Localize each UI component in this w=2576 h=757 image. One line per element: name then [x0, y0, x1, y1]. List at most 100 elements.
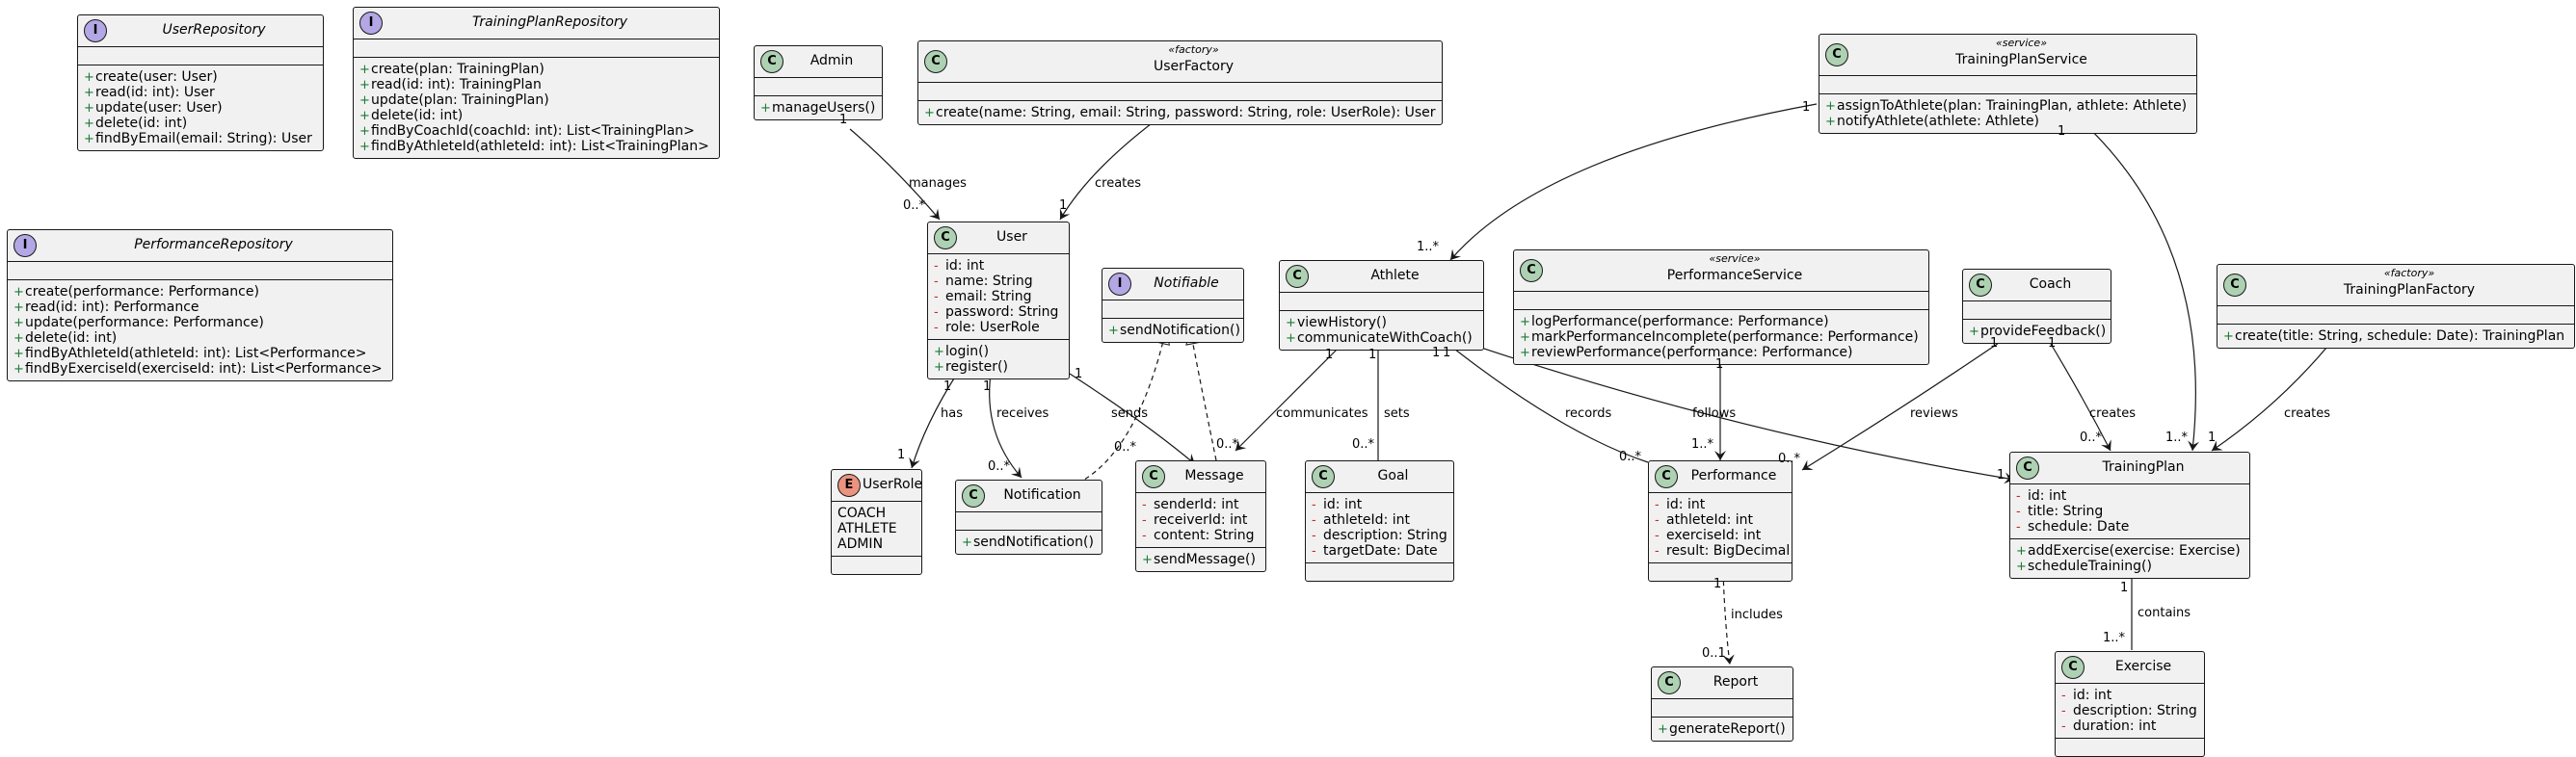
class-header: C TrainingPlan — [2010, 453, 2249, 484]
edge-label: includes — [1731, 608, 1783, 622]
field: senderId: int — [1154, 497, 1239, 512]
public-marker: + — [1142, 553, 1153, 567]
public-marker: + — [1286, 331, 1296, 346]
class-name: Report — [1713, 674, 1759, 690]
multiplicity: 0..1 — [1702, 646, 1726, 661]
public-marker: + — [1286, 316, 1296, 330]
public-marker: + — [1108, 324, 1119, 338]
method: register() — [945, 359, 1008, 375]
method: update(performance: Performance) — [25, 315, 264, 330]
field: role: UserRole — [945, 320, 1040, 335]
method: update(plan: TrainingPlan) — [371, 92, 549, 108]
edge-label: communicates — [1276, 406, 1368, 421]
class-name: TrainingPlanRepository — [471, 14, 628, 30]
edge-label: sends — [1111, 406, 1149, 421]
class-header: C«service»PerformanceService — [1514, 250, 1928, 292]
edge-user-notification — [989, 373, 1022, 479]
class-name: User — [996, 229, 1027, 245]
class-icon: C — [1825, 43, 1848, 66]
private-marker: - — [934, 305, 939, 320]
private-marker: - — [1142, 529, 1147, 543]
edge-label: creates — [2284, 406, 2331, 421]
edge-label: reviews — [1910, 406, 1958, 421]
class-training-plan-factory[interactable]: C«factory»TrainingPlanFactory +create(ti… — [2217, 264, 2575, 349]
class-icon: C — [1142, 465, 1165, 488]
class-name: Athlete — [1370, 268, 1420, 283]
fields-section — [1514, 292, 1928, 310]
method: findByCoachId(coachId: int): List<Traini… — [371, 123, 695, 139]
public-marker: + — [359, 140, 370, 154]
class-name: Notifiable — [1154, 275, 1219, 291]
method: findByAthleteId(athleteId: int): List<Pe… — [25, 346, 367, 361]
class-name: Notification — [1003, 487, 1081, 503]
class-icon: C — [2016, 457, 2039, 480]
public-marker: + — [359, 78, 370, 92]
multiplicity: 1 — [1059, 198, 1068, 213]
multiplicity: 0..* — [903, 198, 926, 213]
public-marker: + — [1825, 99, 1836, 114]
public-marker: + — [359, 109, 370, 123]
multiplicity: 1..* — [1691, 437, 1714, 452]
private-marker: - — [934, 321, 939, 335]
method: logPerformance(performance: Performance) — [1531, 314, 1829, 329]
method: create(performance: Performance) — [25, 284, 259, 300]
multiplicity: 1 — [2048, 336, 2057, 351]
methods-section: +logPerformance(performance: Performance… — [1514, 310, 1928, 364]
method: communicateWithCoach() — [1297, 330, 1473, 346]
public-marker: + — [2016, 560, 2027, 574]
methods-section: +sendNotification() — [956, 531, 1102, 554]
class-header: I Notifiable — [1102, 269, 1243, 300]
multiplicity: 1..* — [1417, 240, 1440, 254]
interface-icon: I — [1108, 273, 1131, 296]
multiplicity: 0..* — [1619, 450, 1642, 464]
class-icon: C — [760, 50, 783, 73]
edge-label: creates — [2089, 406, 2137, 421]
field: password: String — [945, 304, 1059, 320]
methods-section: +viewHistory() +communicateWithCoach() — [1280, 311, 1483, 350]
edge-athlete-message — [1235, 341, 1345, 452]
class-training-plan-service[interactable]: C«service»TrainingPlanService +assignToA… — [1819, 34, 2197, 134]
class-name: Admin — [810, 53, 854, 68]
method: delete(id: int) — [25, 330, 118, 346]
private-marker: - — [1312, 513, 1316, 528]
class-name: TrainingPlan — [2102, 459, 2185, 475]
multiplicity: 0..* — [1352, 437, 1375, 452]
class-performance-service[interactable]: C«service»PerformanceService +logPerform… — [1513, 249, 1929, 365]
fields-section — [1280, 293, 1483, 311]
multiplicity: 1 — [2208, 431, 2217, 445]
private-marker: - — [2061, 719, 2066, 734]
edge-message-notifiable — [1185, 327, 1217, 461]
private-marker: - — [2061, 689, 2066, 703]
public-marker: + — [13, 316, 24, 330]
edge-performance-report — [1722, 571, 1735, 666]
edge-label: contains — [2138, 606, 2191, 620]
edge-label: receives — [996, 406, 1049, 421]
class-header: C«factory»TrainingPlanFactory — [2217, 265, 2574, 306]
field: id: int — [945, 258, 985, 274]
multiplicity: 1 — [897, 448, 906, 462]
class-icon: C — [2223, 274, 2246, 297]
multiplicity: 1 — [1802, 100, 1811, 115]
class-user-factory[interactable]: C«factory»UserFactory +create(name: Stri… — [917, 40, 1443, 125]
